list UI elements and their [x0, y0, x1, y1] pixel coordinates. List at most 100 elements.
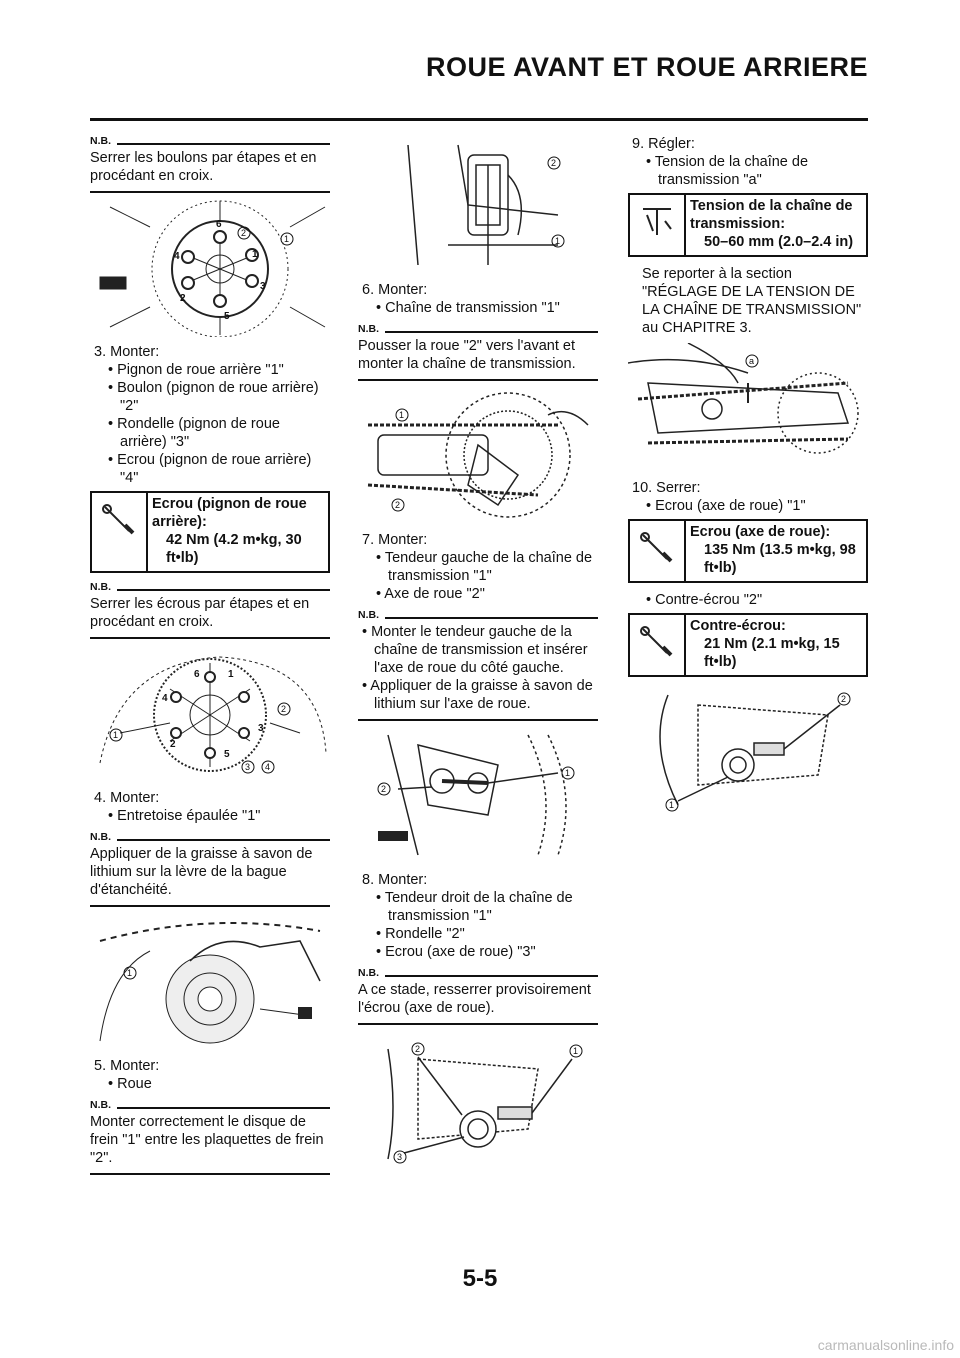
note-block: N.B. Serrer les écrous par étapes et en …	[90, 581, 330, 639]
list-item: • Contre-écrou "2"	[646, 592, 763, 608]
note-label: N.B.	[358, 967, 379, 979]
step-4: 4. Monter: • Entretoise épaulée "1"	[90, 789, 330, 825]
list-item: • Tendeur gauche de la chaîne de transmi…	[376, 550, 593, 584]
note-text: Serrer les écrous par étapes et en procé…	[90, 593, 330, 639]
note-block: N.B. Appliquer de la graisse à savon de …	[90, 831, 330, 907]
page-title: ROUE AVANT ET ROUE ARRIERE	[425, 52, 868, 82]
svg-text:2: 2	[841, 694, 846, 704]
header-rule	[90, 118, 868, 121]
svg-text:3: 3	[397, 1152, 402, 1162]
figure-drive-chain: 1 2	[358, 385, 598, 525]
step-title: 9. Régler:	[632, 136, 695, 152]
page-number: 5-5	[462, 1265, 498, 1292]
step-title: 10. Serrer:	[632, 480, 701, 496]
note-block: N.B. • Monter le tendeur gauche de la ch…	[358, 609, 598, 721]
figure-axle-nut: 2 1	[628, 685, 868, 815]
note-label: N.B.	[90, 135, 111, 147]
list-item: • Ecrou (axe de roue) "3"	[376, 944, 536, 960]
torque-wrench-icon	[630, 521, 686, 581]
svg-text:6: 6	[216, 219, 222, 230]
svg-text:5: 5	[224, 311, 230, 322]
step-title: 7. Monter:	[362, 532, 428, 548]
reference-text: Se reporter à la section "RÉGLAGE DE LA …	[642, 266, 862, 336]
note-block: N.B. Monter correctement le disque de fr…	[90, 1099, 330, 1175]
svg-text:3: 3	[258, 723, 264, 734]
list-item: • Pignon de roue arrière "1"	[108, 362, 284, 378]
svg-text:1: 1	[669, 800, 674, 810]
torque-spec-box: Ecrou (axe de roue): 135 Nm (13.5 m•kg, …	[628, 519, 868, 583]
torque-wrench-icon	[92, 493, 148, 571]
step-10: 10. Serrer: • Ecrou (axe de roue) "1"	[628, 479, 868, 515]
figure-chain-slack: a	[628, 343, 868, 473]
svg-text:4: 4	[174, 251, 180, 262]
svg-text:2: 2	[395, 500, 400, 510]
list-item: • Rondelle (pignon de roue arrière) "3"	[108, 416, 280, 450]
spec-label: Tension de la chaîne de transmission:	[690, 198, 853, 232]
list-item: • Entretoise épaulée "1"	[108, 808, 261, 824]
spec-value: 50–60 mm (2.0–2.4 in)	[704, 234, 854, 250]
svg-text:2: 2	[180, 293, 186, 304]
svg-text:2: 2	[415, 1044, 420, 1054]
figure-brake-disc-bolts: 6 4 1 3 2 5 2 1	[90, 197, 330, 337]
svg-text:3: 3	[260, 281, 266, 292]
spec-value: 42 Nm (4.2 m•kg, 30 ft•lb)	[166, 532, 302, 566]
torque-wrench-icon	[630, 615, 686, 675]
note-label: N.B.	[358, 323, 379, 335]
svg-text:1: 1	[573, 1046, 578, 1056]
list-item: • Monter le tendeur gauche de la chaîne …	[362, 624, 588, 676]
figure-brake-caliper: 2 1	[358, 135, 598, 275]
chain-slack-spec-box: Tension de la chaîne de transmission: 50…	[628, 193, 868, 257]
figure-rear-sprocket: 6 1 4 2 5 3 1 2 3 4	[90, 643, 330, 783]
svg-text:1: 1	[113, 730, 118, 740]
step-title: 6. Monter:	[362, 282, 428, 298]
note-block: N.B. Serrer les boulons par étapes et en…	[90, 135, 330, 193]
list-item: • Tension de la chaîne de transmission "…	[646, 154, 809, 188]
list-item: • Chaîne de transmission "1"	[376, 300, 560, 316]
svg-text:4: 4	[162, 693, 168, 704]
note-text: A ce stade, resserrer provisoirement l'é…	[358, 979, 598, 1025]
svg-text:1: 1	[555, 236, 560, 246]
step-title: 3. Monter:	[94, 344, 160, 360]
svg-text:2: 2	[551, 158, 556, 168]
svg-text:6: 6	[194, 669, 200, 680]
figure-right-adjuster: 2 1 3	[358, 1029, 598, 1169]
svg-text:1: 1	[252, 249, 258, 260]
column-1: N.B. Serrer les boulons par étapes et en…	[90, 135, 330, 1179]
note-label: N.B.	[90, 581, 111, 593]
figure-left-adjuster: 2 1	[358, 725, 598, 865]
svg-text:1: 1	[228, 669, 234, 680]
step-5: 5. Monter: • Roue	[90, 1057, 330, 1093]
column-2: 2 1 6. Monter: • Chaîne de transmission …	[358, 135, 598, 1169]
note-block: N.B. A ce stade, resserrer provisoiremen…	[358, 967, 598, 1025]
spec-label: Ecrou (axe de roue):	[690, 524, 831, 540]
list-item: • Ecrou (pignon de roue arrière) "4"	[108, 452, 312, 486]
svg-text:2: 2	[381, 784, 386, 794]
list-item: • Boulon (pignon de roue arrière) "2"	[108, 380, 319, 414]
svg-text:4: 4	[265, 762, 270, 772]
svg-text:2: 2	[241, 228, 246, 238]
list-item: • Ecrou (axe de roue) "1"	[646, 498, 806, 514]
svg-text:1: 1	[284, 234, 289, 244]
svg-text:5: 5	[224, 749, 230, 760]
column-3: 9. Régler: • Tension de la chaîne de tra…	[628, 135, 868, 815]
list-item: • Roue	[108, 1076, 152, 1092]
spec-value: 21 Nm (2.1 m•kg, 15 ft•lb)	[704, 636, 840, 670]
svg-text:a: a	[749, 356, 754, 366]
note-label: N.B.	[90, 831, 111, 843]
torque-spec-box: Ecrou (pignon de roue arrière): 42 Nm (4…	[90, 491, 330, 573]
svg-text:1: 1	[127, 968, 132, 978]
svg-text:2: 2	[170, 739, 176, 750]
svg-text:1: 1	[399, 410, 404, 420]
figure-collar: 1	[90, 911, 330, 1051]
step-3: 3. Monter: • Pignon de roue arrière "1" …	[90, 343, 330, 487]
step-title: 8. Monter:	[362, 872, 428, 888]
list-item: • Appliquer de la graisse à savon de lit…	[362, 678, 593, 712]
note-label: N.B.	[90, 1099, 111, 1111]
torque-spec-box: Contre-écrou: 21 Nm (2.1 m•kg, 15 ft•lb)	[628, 613, 868, 677]
note-text: Pousser la roue "2" vers l'avant et mont…	[358, 335, 598, 381]
list-item: • Rondelle "2"	[376, 926, 465, 942]
step-9: 9. Régler: • Tension de la chaîne de tra…	[628, 135, 868, 189]
measure-gauge-icon	[630, 195, 686, 255]
svg-text:2: 2	[281, 704, 286, 714]
svg-text:3: 3	[245, 762, 250, 772]
